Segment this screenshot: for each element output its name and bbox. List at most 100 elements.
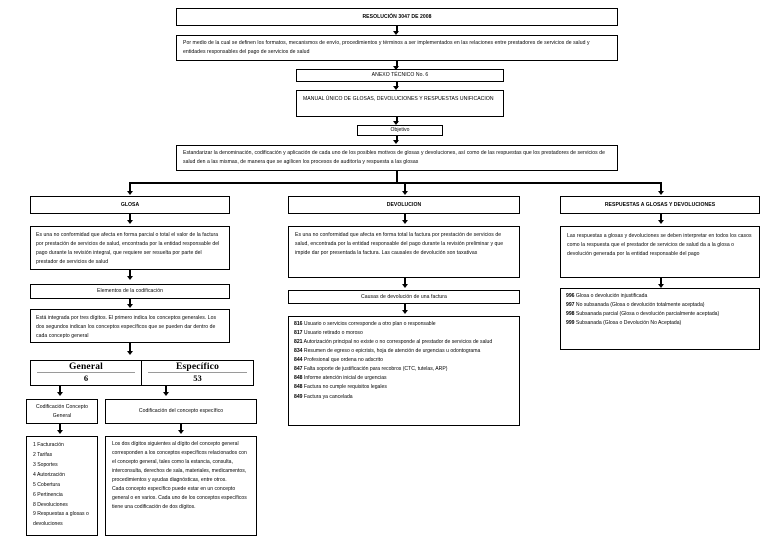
list-item: 996 Glosa o devolución injustificada	[566, 293, 648, 299]
connector-line	[660, 278, 662, 286]
list-item: 849 Factura ya cancelada	[294, 393, 353, 400]
devolucion-definition-box: Es una no conformidad que afecta en form…	[288, 226, 520, 278]
connector-line	[404, 304, 406, 312]
glosa-elements-title-text: Elementos de la codificación	[97, 288, 163, 295]
list-item: 1 Facturación	[33, 442, 64, 448]
respuestas-header-text: RESPUESTAS A GLOSAS Y DEVOLUCIONES	[604, 201, 716, 208]
resolution-title-text: RESOLUCIÓN 3047 DE 2008	[362, 13, 432, 20]
general-value: 6	[83, 372, 89, 383]
connector-arrow	[401, 284, 408, 288]
general-label: General	[37, 362, 135, 373]
specific-concept-box: Codificación del concepto específico	[105, 399, 257, 424]
table-cell-especifico: Específico 53	[142, 361, 253, 385]
glosa-definition-text: Es una no conformidad que afecta en form…	[36, 232, 220, 265]
resolution-subtitle-text: Por medio de la cual se definen los form…	[183, 40, 590, 55]
connector-line	[396, 117, 398, 123]
table-cell-general: General 6	[31, 361, 142, 385]
connector-arrow	[126, 220, 133, 224]
manual-box: MANUAL ÚNICO DE GLOSAS, DEVOLUCIONES Y R…	[296, 90, 504, 117]
specific-concept-text: Codificación del concepto específico	[138, 408, 224, 415]
objective-text-box: Estandarizar la denominación, codificaci…	[176, 145, 618, 171]
connector-bus	[129, 182, 662, 184]
specific-concept-description: Los dos dígitos siguientes al dígito del…	[105, 436, 257, 536]
devolucion-causes-title-box: Causas de devolución de una factura	[288, 290, 520, 304]
connector-line	[404, 214, 406, 222]
glosa-header-box: GLOSA	[30, 196, 230, 214]
devolucion-header-text: DEVOLUCION	[386, 201, 422, 208]
list-item: 3 Soportes	[33, 461, 58, 468]
general-concept-text: Codificación Concepto General	[35, 403, 89, 419]
annex-text: ANEXO TÉCNICO No. 6	[371, 72, 429, 79]
connector-line	[396, 171, 398, 183]
connector-arrow	[126, 191, 133, 195]
glosa-elements-text: Está integrada por tres dígitos. El prim…	[36, 315, 217, 339]
glosa-elements-title-box: Elementos de la codificación	[30, 284, 230, 299]
paragraph: Cada concepto específico puede estar en …	[112, 486, 247, 511]
connector-arrow	[393, 31, 400, 35]
list-item: 2 Tarifas	[33, 451, 53, 458]
list-item: 4 Autorización	[33, 471, 65, 478]
connector-arrow	[56, 392, 63, 396]
especifico-value: 53	[193, 372, 202, 383]
list-item: 821 Autorización principal no existe o n…	[294, 339, 493, 346]
codification-table: General 6 Específico 53	[30, 360, 254, 386]
connector-line	[129, 182, 131, 193]
connector-line	[129, 214, 131, 222]
connector-line	[59, 386, 61, 394]
resolution-subtitle-box: Por medio de la cual se definen los form…	[176, 35, 618, 61]
devolucion-definition-text: Es una no conformidad que afecta en form…	[295, 232, 504, 256]
connector-line	[129, 270, 131, 278]
connector-line	[404, 182, 406, 193]
connector-arrow	[393, 86, 400, 90]
connector-line	[396, 82, 398, 88]
glosa-definition-box: Es una no conformidad que afecta en form…	[30, 226, 230, 270]
connector-arrow	[401, 220, 408, 224]
list-item: 8 Devoluciones	[33, 501, 68, 508]
connector-line	[129, 343, 131, 353]
general-concept-list: 1 Facturación 2 Tarifas 3 Soportes 4 Aut…	[26, 436, 98, 536]
connector-arrow	[657, 220, 664, 224]
connector-arrow	[177, 430, 184, 434]
connector-arrow	[126, 276, 133, 280]
connector-line	[165, 386, 167, 394]
connector-arrow	[56, 430, 63, 434]
list-item: 848 Factura no cumple requisitos legales	[294, 384, 387, 391]
connector-line	[404, 278, 406, 286]
glosa-elements-text-box: Está integrada por tres dígitos. El prim…	[30, 309, 230, 343]
respuestas-header-box: RESPUESTAS A GLOSAS Y DEVOLUCIONES	[560, 196, 760, 214]
devolucion-causes-list: 816 Usuario o servicios corresponde a ot…	[288, 316, 520, 426]
list-item: 9 Respuestas a glosas o devoluciones	[33, 511, 89, 528]
connector-line	[660, 182, 662, 193]
connector-line	[396, 26, 398, 33]
respuestas-definition-text: Las respuestas a glosas y devoluciones s…	[567, 233, 752, 257]
list-item: 997 No subsanada (Glosa o devolución tot…	[566, 302, 705, 309]
glosa-header-text: GLOSA	[120, 201, 140, 208]
list-item: 834 Resumen de egreso o epicrisis, hoja …	[294, 348, 481, 355]
list-item: 999 Subsanada (Glosa o Devolución No Ace…	[566, 320, 682, 327]
connector-arrow	[126, 351, 133, 355]
general-concept-box: Codificación Concepto General	[26, 399, 98, 424]
connector-arrow	[126, 304, 133, 308]
devolucion-causes-title-text: Causas de devolución de una factura	[361, 293, 447, 300]
list-item: 6 Pertinencia	[33, 491, 63, 498]
connector-arrow	[393, 140, 400, 144]
list-item: 5 Cobertura	[33, 481, 60, 488]
connector-line	[660, 214, 662, 222]
connector-arrow	[657, 191, 664, 195]
respuestas-definition-box: Las respuestas a glosas y devoluciones s…	[560, 226, 760, 278]
connector-arrow	[657, 284, 664, 288]
objective-label-text: Objetivo	[390, 127, 410, 134]
connector-line	[129, 299, 131, 306]
resolution-title-box: RESOLUCIÓN 3047 DE 2008	[176, 8, 618, 26]
list-item: 844 Profesional que ordena no adscrito	[294, 357, 383, 364]
especifico-label: Específico	[148, 362, 247, 373]
list-item: 998 Subsanada parcial (Glosa o devolució…	[566, 311, 720, 318]
connector-arrow	[162, 392, 169, 396]
devolucion-header-box: DEVOLUCION	[288, 196, 520, 214]
objective-text: Estandarizar la denominación, codificaci…	[183, 150, 606, 165]
list-item: 816 Usuario o servicios corresponde a ot…	[294, 321, 436, 327]
connector-line	[396, 136, 398, 142]
list-item: 848 Informe atención inicial de urgencia…	[294, 375, 387, 382]
respuestas-codes-list: 996 Glosa o devolución injustificada 997…	[560, 288, 760, 350]
